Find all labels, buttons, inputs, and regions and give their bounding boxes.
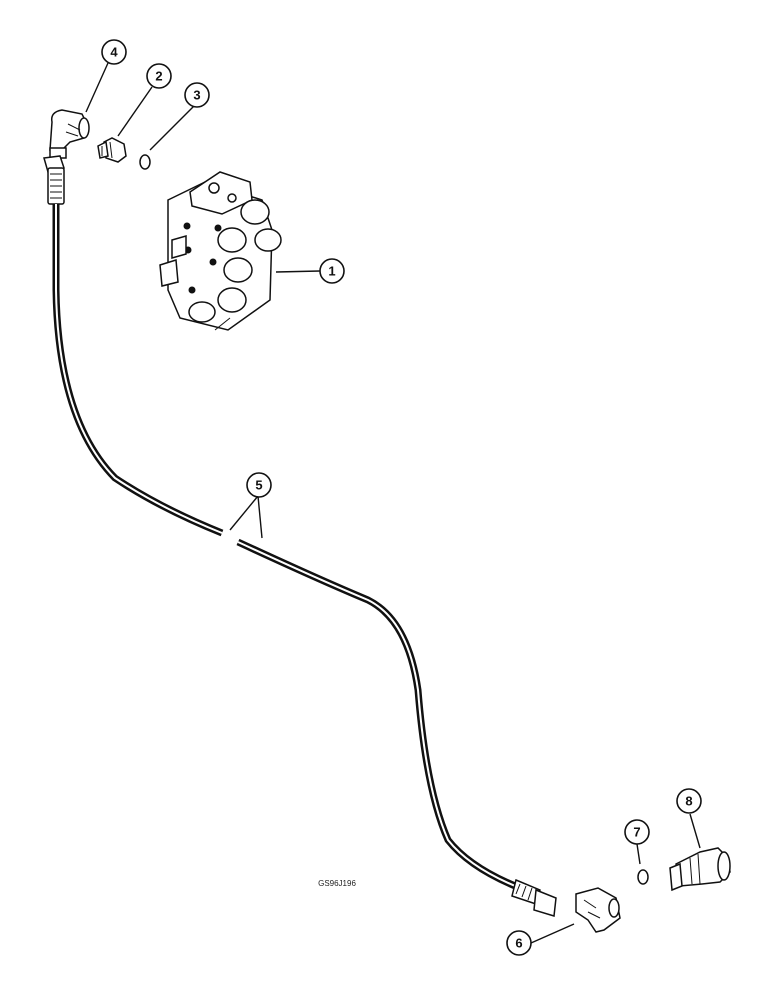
callout-6: 6: [506, 930, 532, 956]
svg-text:8: 8: [685, 794, 692, 809]
elbow-fitting-bottom: [575, 887, 621, 933]
straight-adapter: [97, 137, 127, 163]
callout-5: 5: [246, 472, 272, 498]
quick-coupler: [669, 847, 731, 892]
svg-text:6: 6: [515, 936, 522, 951]
svg-text:4: 4: [110, 45, 118, 60]
svg-text:2: 2: [155, 69, 162, 84]
o-ring-bottom: [637, 869, 649, 885]
svg-text:5: 5: [255, 478, 262, 493]
callout-1: 1: [319, 258, 345, 284]
hydraulic-hose-upper: [43, 155, 224, 537]
svg-text:1: 1: [328, 264, 335, 279]
callout-7: 7: [624, 819, 650, 845]
svg-text:7: 7: [633, 825, 640, 840]
callout-8: 8: [676, 788, 702, 814]
drawing-reference-code: GS96J196: [318, 879, 356, 888]
o-ring-top: [139, 154, 151, 170]
hydraulic-hose-lower: [236, 538, 557, 917]
leader-lines: [85, 62, 701, 944]
callout-2: 2: [146, 63, 172, 89]
callout-3: 3: [184, 82, 210, 108]
svg-text:3: 3: [193, 88, 200, 103]
control-valve-assembly: [159, 171, 282, 331]
elbow-fitting-top: [49, 109, 90, 159]
callout-4: 4: [101, 39, 127, 65]
